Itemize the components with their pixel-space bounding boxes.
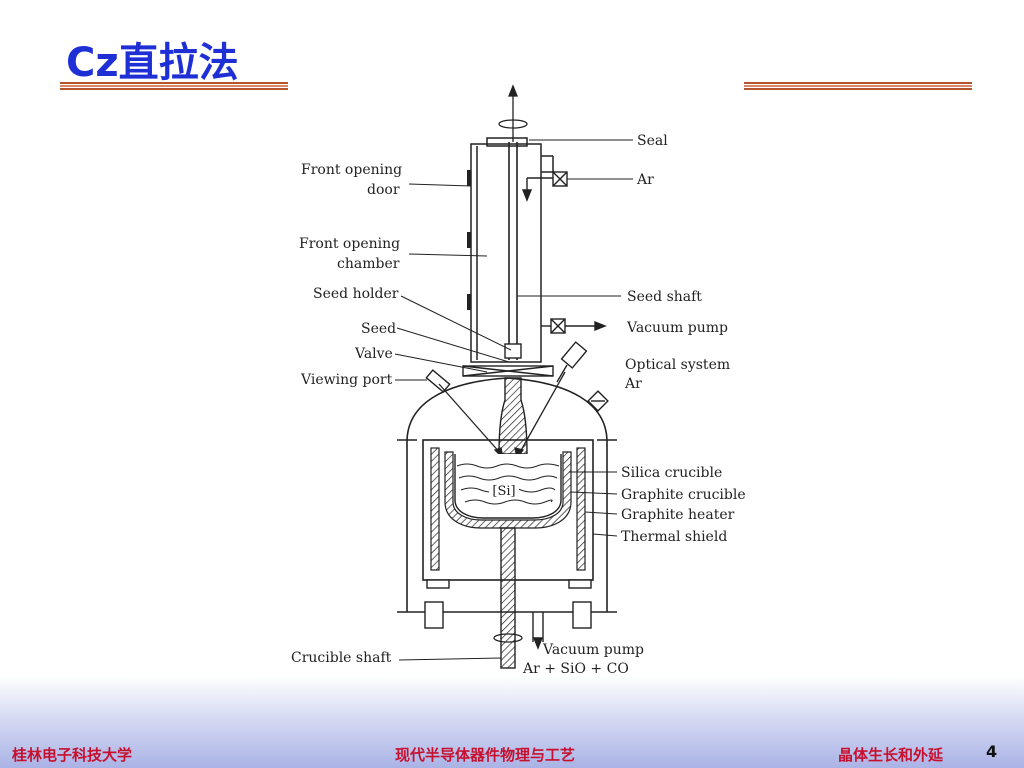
- label-seal: Seal: [637, 133, 668, 149]
- crucible-rotation-arrow: [493, 633, 523, 643]
- crucible-support: [424, 579, 592, 629]
- label-front-opening-door-2: door: [367, 182, 400, 198]
- footer-university: 桂林电子科技大学: [12, 746, 133, 764]
- label-thermal-shield: Thermal shield: [621, 529, 727, 545]
- seed-shaft: [508, 142, 518, 360]
- label-vacuum-pump-top: Vacuum pump: [626, 320, 728, 336]
- label-viewing-port: Viewing port: [300, 372, 393, 388]
- label-silica-crucible: Silica crucible: [621, 465, 722, 481]
- label-seed: Seed: [361, 321, 396, 337]
- silicon-melt-label: [Si]: [492, 484, 515, 499]
- label-valve: Valve: [354, 346, 393, 362]
- exhaust-outlet: [532, 612, 544, 650]
- shaft-rotation-arrow: [498, 84, 528, 142]
- leader-lines: [394, 139, 633, 661]
- ar-inlet-valve: [521, 171, 568, 202]
- footer-band: [0, 676, 1024, 768]
- title-rule-left: [60, 82, 288, 90]
- graphite-crucible: [444, 451, 572, 529]
- seed-holder: [504, 343, 522, 359]
- slide-title: Cz直拉法: [66, 40, 239, 86]
- crucible-shaft: [500, 527, 516, 669]
- label-seed-shaft: Seed shaft: [627, 289, 702, 305]
- label-graphite-heater: Graphite heater: [621, 507, 735, 523]
- label-front-opening-chamber-2: chamber: [337, 256, 400, 272]
- label-front-opening-chamber-1: Front opening: [299, 236, 400, 252]
- crystal-ingot: [498, 377, 528, 455]
- viewing-port: [425, 369, 451, 393]
- graphite-heater: [430, 447, 586, 571]
- upper-chamber: [470, 137, 554, 363]
- footer-course-title: 现代半导体器件物理与工艺: [395, 746, 576, 764]
- label-ar-top: Ar: [636, 172, 654, 188]
- label-graphite-crucible: Graphite crucible: [621, 487, 746, 503]
- label-seed-holder: Seed holder: [313, 286, 399, 302]
- title-rule-right: [744, 82, 972, 90]
- gate-valve: [462, 365, 554, 377]
- ar-inlet-lower: [587, 390, 609, 412]
- footer-chapter-title: 晶体生长和外延: [838, 746, 944, 764]
- label-ar-mid: Ar: [624, 376, 642, 392]
- czochralski-puller-diagram: [Si] Seal Ar Front opening door F: [291, 84, 746, 677]
- optical-system: [556, 341, 588, 383]
- label-front-opening-door-1: Front opening: [301, 162, 402, 178]
- label-crucible-shaft: Crucible shaft: [291, 650, 392, 666]
- label-vacuum-pump-bottom: Vacuum pump: [542, 642, 644, 658]
- label-optical-system: Optical system: [625, 357, 730, 373]
- vacuum-pump-valve: [541, 318, 607, 334]
- silicon-melt: [456, 463, 560, 505]
- front-opening-door: [467, 170, 471, 310]
- page-number: 4: [986, 742, 998, 761]
- label-exhaust-gases: Ar + SiO + CO: [522, 661, 629, 677]
